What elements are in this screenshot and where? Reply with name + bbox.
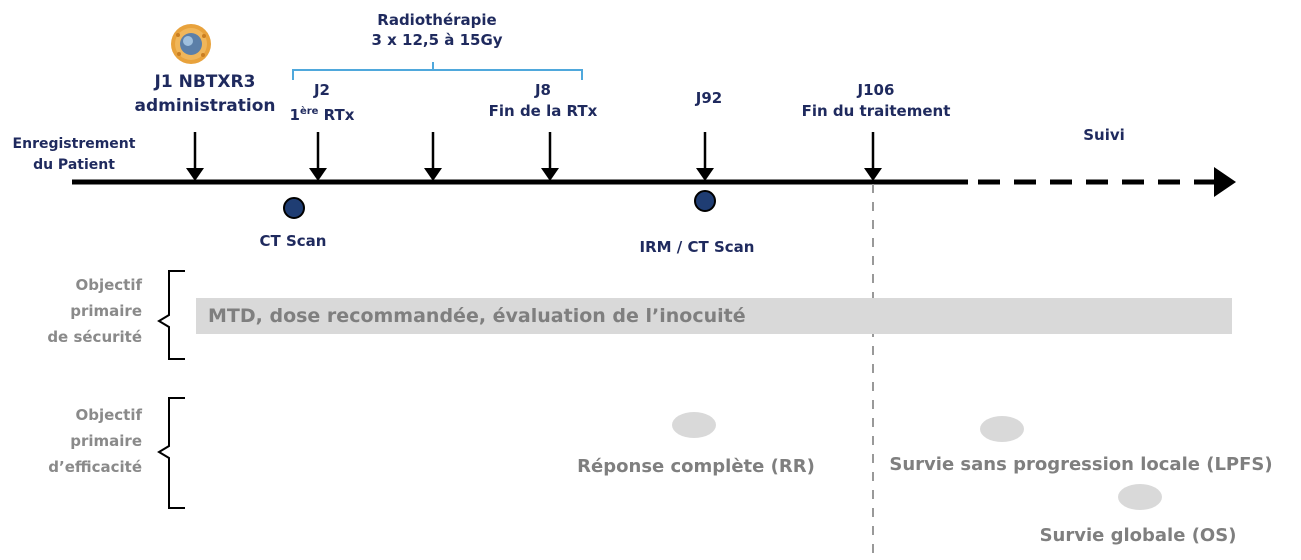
timeline-arrowhead xyxy=(1214,167,1236,197)
suivi-label: Suivi xyxy=(1083,126,1125,144)
j8-label: J8 Fin de la RTx xyxy=(489,80,598,122)
radiotherapy-label: Radiothérapie 3 x 12,5 à 15Gy xyxy=(371,10,502,50)
efficacy-brace xyxy=(157,397,185,509)
safety-brace xyxy=(157,270,185,360)
j2-label: J2 1ère RTx xyxy=(290,80,355,126)
j8-subtitle: Fin de la RTx xyxy=(488,102,598,120)
arrow-j1 xyxy=(186,132,204,181)
arrow-j92 xyxy=(696,132,714,181)
j1-label: J1 NBTXR3 administration xyxy=(135,70,276,118)
j92-label: J92 xyxy=(695,89,723,107)
j1-subtitle: administration xyxy=(134,96,276,116)
safety-bar xyxy=(196,298,1232,334)
complete-response-marker xyxy=(672,412,716,438)
j106-subtitle: Fin du traitement xyxy=(801,102,951,120)
radiotherapy-title: Radiothérapie xyxy=(377,11,497,29)
arrow-j8 xyxy=(541,132,559,181)
nanoparticle-icon xyxy=(171,24,211,64)
complete-response-label: Réponse complète (RR) xyxy=(577,456,815,477)
arrow-j2 xyxy=(309,132,327,181)
j2-subtitle: 1ère RTx xyxy=(289,106,355,124)
j106-label: J106 Fin du traitement xyxy=(802,80,951,122)
radiotherapy-dose: 3 x 12,5 à 15Gy xyxy=(371,31,503,49)
lpfs-marker xyxy=(980,416,1024,442)
j2-title: J2 xyxy=(313,81,331,99)
j8-title: J8 xyxy=(534,81,552,99)
os-marker xyxy=(1118,484,1162,510)
j106-title: J106 xyxy=(857,81,895,99)
irm-ct-scan-marker xyxy=(694,190,716,212)
ct-scan-label: CT Scan xyxy=(259,232,327,250)
j1-title: J1 NBTXR3 xyxy=(154,72,256,92)
ct-scan-marker xyxy=(283,197,305,219)
arrow-j106 xyxy=(864,132,882,181)
lpfs-label: Survie sans progression locale (LPFS) xyxy=(889,454,1273,475)
os-label: Survie globale (OS) xyxy=(1039,525,1237,546)
patient-enrollment-label: Enregistrement du Patient xyxy=(12,136,136,173)
arrow-mid xyxy=(424,132,442,181)
radiotherapy-bracket xyxy=(292,62,583,80)
irm-ct-scan-label: IRM / CT Scan xyxy=(639,238,755,256)
safety-bar-text: MTD, dose recommandée, évaluation de l’i… xyxy=(208,305,746,327)
